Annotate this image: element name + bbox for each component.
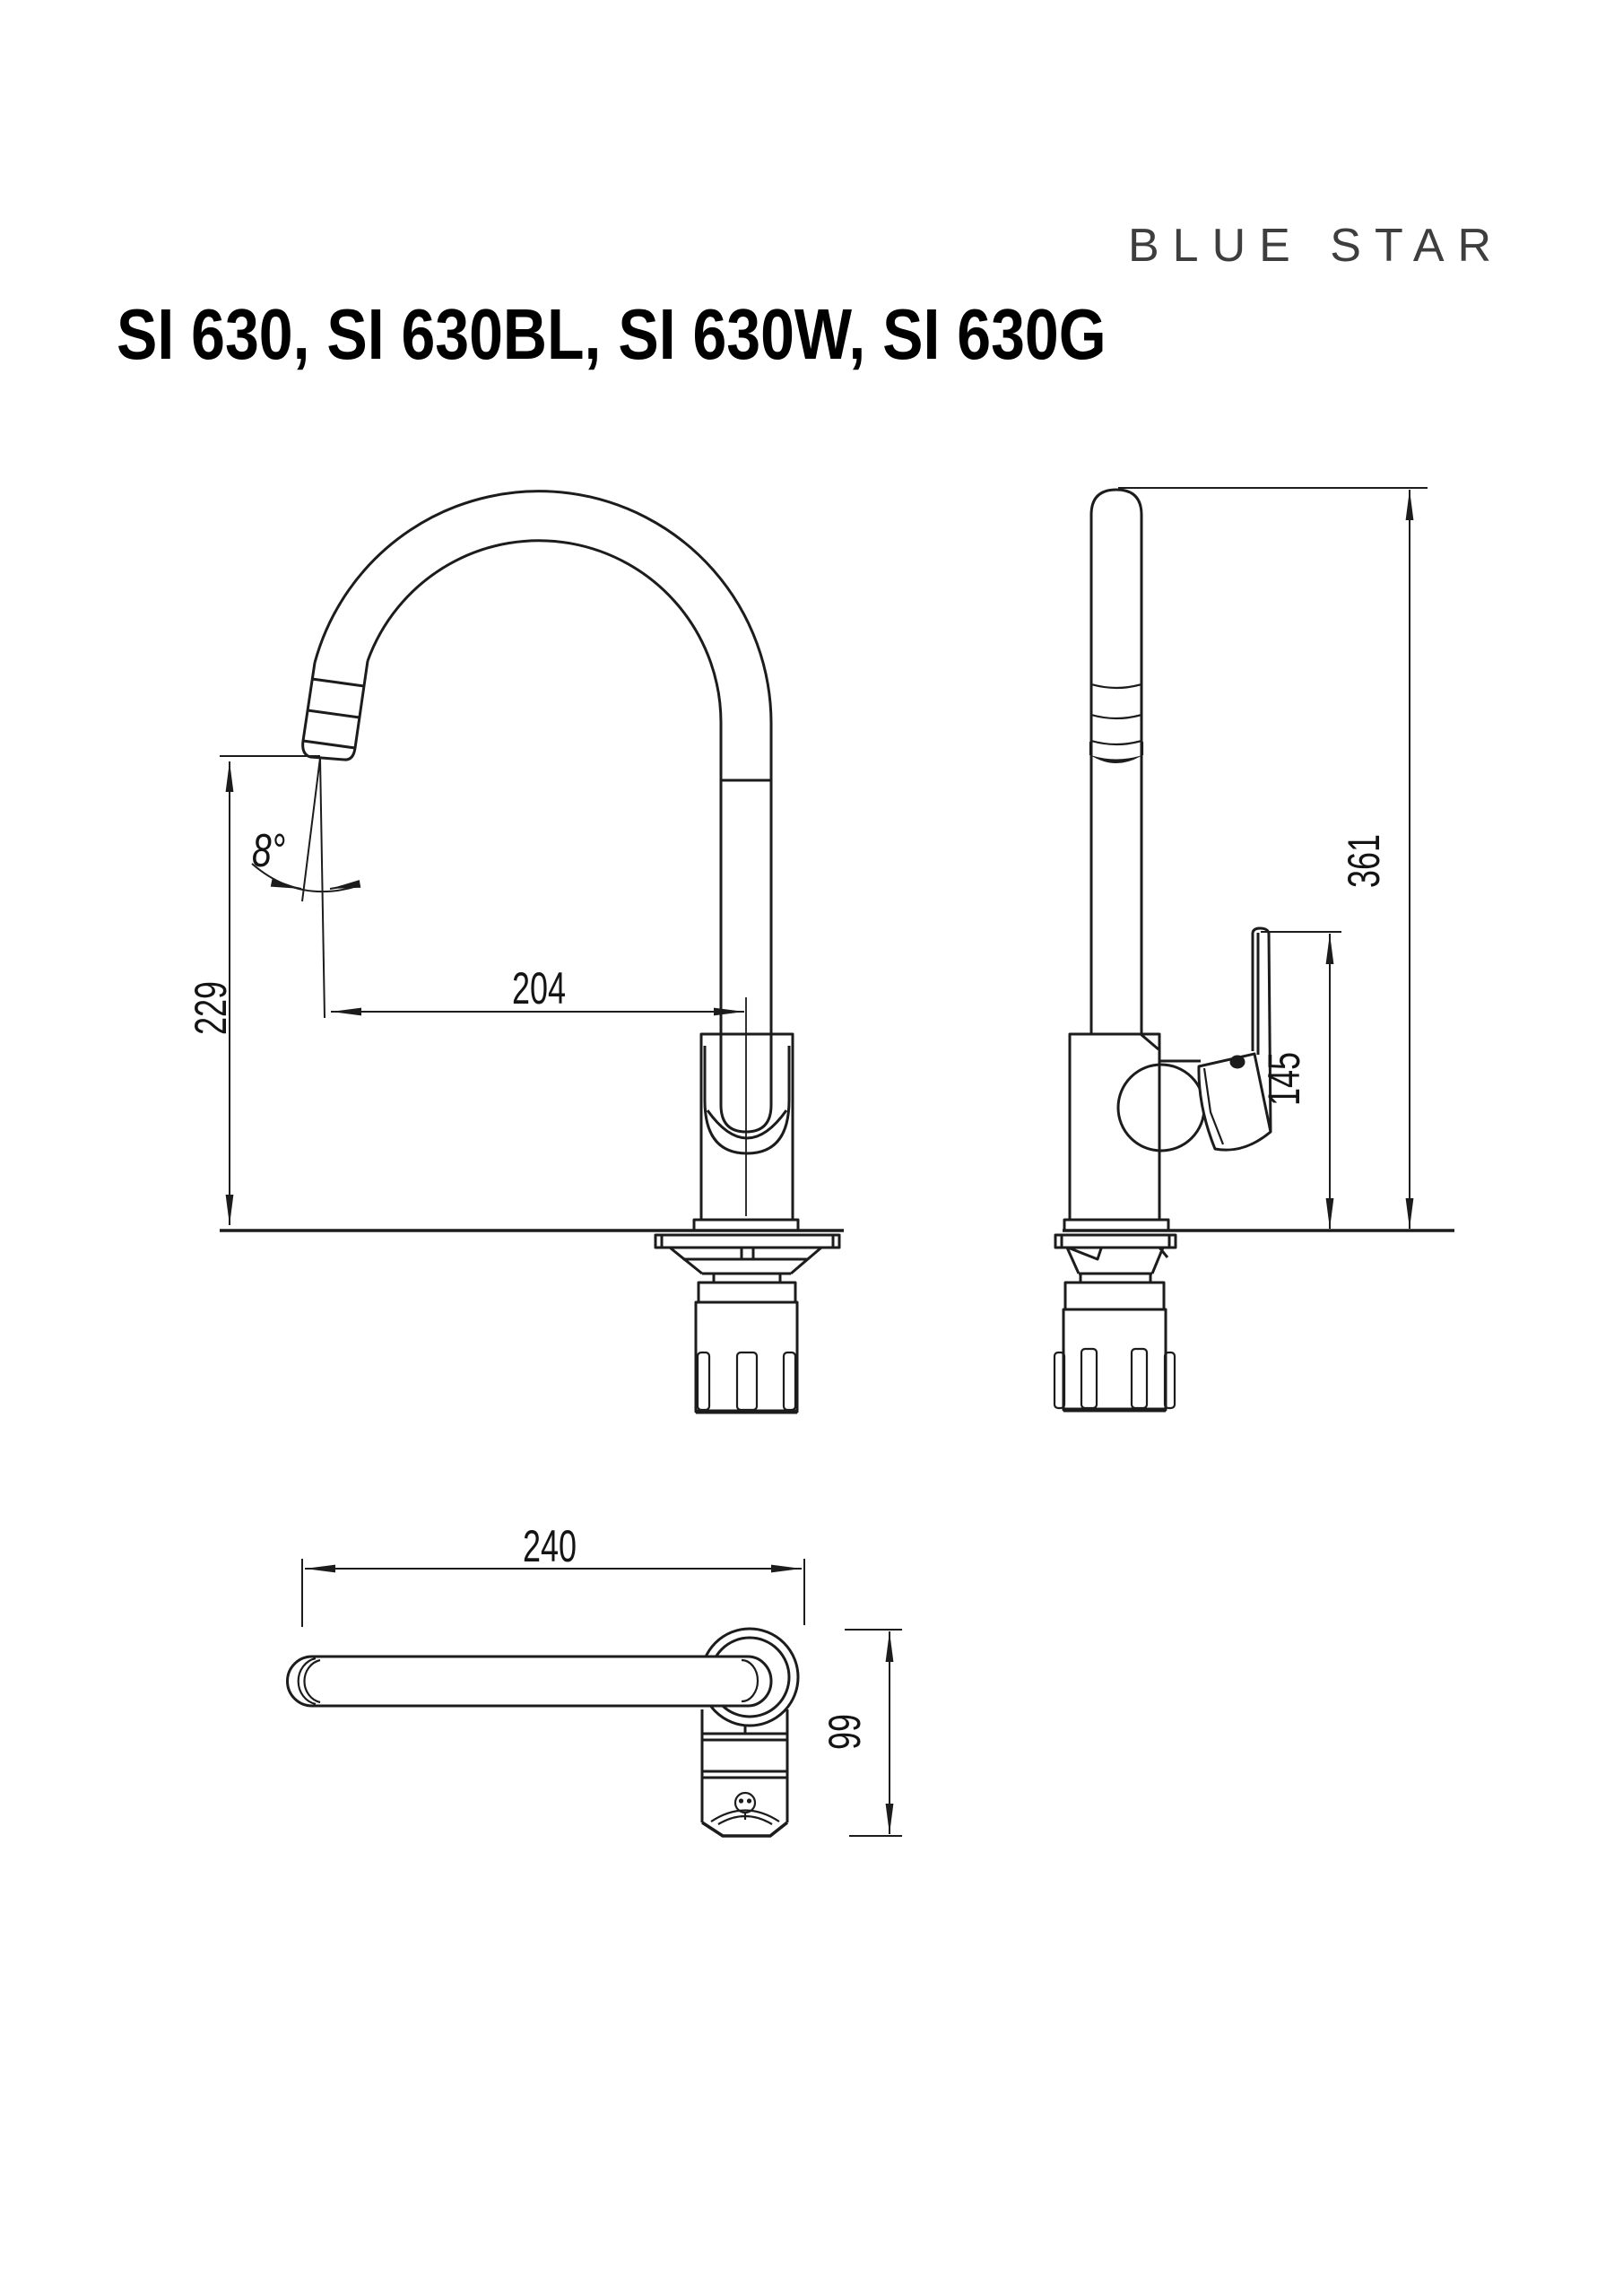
thread-tab <box>735 1351 759 1412</box>
spout-tube-top <box>286 1655 773 1708</box>
dimension-99: 99 <box>820 1629 902 1837</box>
dimension-361: 361 <box>1118 487 1428 1229</box>
faucet-body-front <box>1068 1032 1201 1222</box>
screw-hole <box>738 1798 744 1804</box>
front-view-drawing: 361 145 <box>1053 487 1454 1413</box>
riser-pipe <box>1089 488 1143 1034</box>
thread-tab <box>1130 1347 1149 1410</box>
dim-229-label: 229 <box>187 981 236 1035</box>
page-title: SI 630, SI 630BL, SI 630W, SI 630G <box>117 294 1107 374</box>
faucet-body <box>699 1032 794 1222</box>
spout-tube-contours <box>297 1657 759 1706</box>
screw-hole <box>746 1798 752 1804</box>
thread-tab <box>1080 1347 1098 1410</box>
handle-facet-line <box>1202 1067 1225 1145</box>
top-view-drawing: 240 99 <box>286 1522 902 1838</box>
thread-tabs <box>696 1351 797 1412</box>
dim-99-label: 99 <box>820 1714 870 1750</box>
dimension-229: 229 <box>187 761 236 1225</box>
ball-joint <box>1116 1063 1206 1152</box>
dim-361-label: 361 <box>1340 834 1389 888</box>
thread-tab <box>1163 1351 1176 1410</box>
aerator-band <box>1090 755 1142 763</box>
thread-tab <box>1053 1351 1066 1410</box>
handle-blade <box>1251 926 1272 1133</box>
dim-240-label: 240 <box>523 1522 577 1571</box>
handle-end-cap <box>701 1821 789 1838</box>
mounting-base-front <box>1054 1218 1177 1412</box>
handle-top <box>700 1709 789 1822</box>
spout-tip-rings <box>1089 683 1144 755</box>
mounting-base <box>654 1218 841 1413</box>
dimension-204: 204 <box>331 964 744 1016</box>
dim-angle-label: 8° <box>252 823 285 876</box>
handle-end-seat <box>710 1809 780 1825</box>
dimension-145: 145 <box>1260 931 1341 1229</box>
thread-tab <box>782 1351 797 1412</box>
handle-pivot-dot <box>1229 1055 1245 1069</box>
side-view-drawing: 229 8° 204 <box>187 490 844 1414</box>
thread-tab <box>696 1351 711 1412</box>
thread-tabs-front <box>1053 1347 1176 1410</box>
dim-204-label: 204 <box>512 964 566 1013</box>
dimension-240: 240 <box>301 1522 805 1627</box>
dim-145-label: 145 <box>1260 1052 1309 1106</box>
brand-logo: BLUE STAR <box>1128 220 1505 272</box>
dimension-8deg: 8° <box>251 757 361 1019</box>
spout-outline <box>301 490 773 1034</box>
